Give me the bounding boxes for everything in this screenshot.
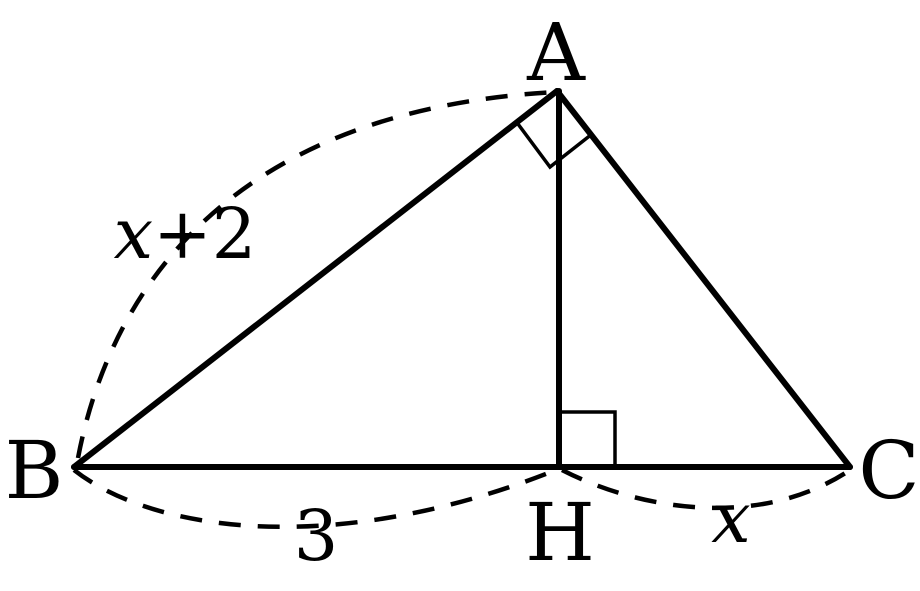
vertex-label-a: A	[526, 6, 586, 99]
length-label-hc: x	[711, 477, 750, 559]
length-label-ab-constant: 2	[212, 193, 257, 275]
vertex-label-c: C	[858, 424, 919, 517]
vertex-label-h: H	[525, 486, 595, 579]
length-label-ab-operator: +	[153, 193, 212, 275]
arc-bh	[72, 467, 557, 529]
length-label-ab: x+2	[114, 193, 257, 275]
right-angle-mark-h	[561, 410, 617, 467]
side-ac	[554, 88, 853, 470]
vertex-label-b: B	[5, 424, 64, 517]
arc-hc	[560, 467, 852, 511]
right-angle-mark-a	[516, 122, 594, 170]
length-label-bh: 3	[294, 495, 339, 577]
side-ab	[71, 88, 560, 470]
arc-ab	[75, 89, 557, 459]
length-label-ab-variable: x	[114, 193, 153, 275]
